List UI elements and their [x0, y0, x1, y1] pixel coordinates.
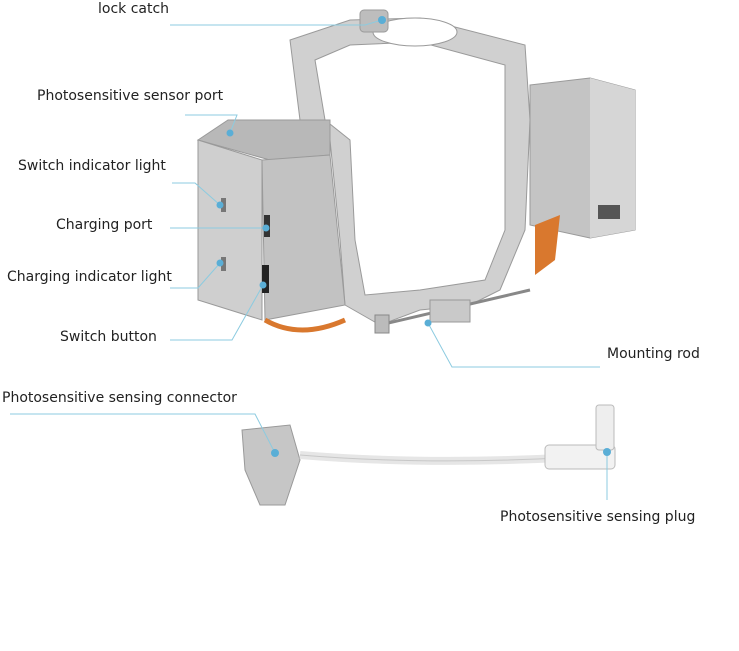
callout-dots — [216, 16, 611, 457]
label-sensor-port: Photosensitive sensor port — [37, 88, 224, 104]
label-switch-button: Switch button — [60, 329, 157, 345]
mount-frame — [289, 9, 531, 326]
label-mounting-rod: Mounting rod — [607, 346, 700, 362]
label-charging-indicator: Charging indicator light — [7, 269, 172, 285]
left-box — [196, 119, 347, 333]
right-box — [529, 77, 636, 275]
label-switch-indicator: Switch indicator light — [18, 158, 166, 174]
label-sensing-plug: Photosensitive sensing plug — [500, 509, 696, 525]
label-sensing-connector: Photosensitive sensing connector — [2, 390, 237, 406]
sensing-cable — [241, 404, 616, 506]
mounting-rod — [374, 288, 531, 334]
leader-lines — [10, 19, 608, 500]
label-charging-port: Charging port — [56, 217, 153, 233]
label-lock-catch: lock catch — [98, 1, 170, 17]
